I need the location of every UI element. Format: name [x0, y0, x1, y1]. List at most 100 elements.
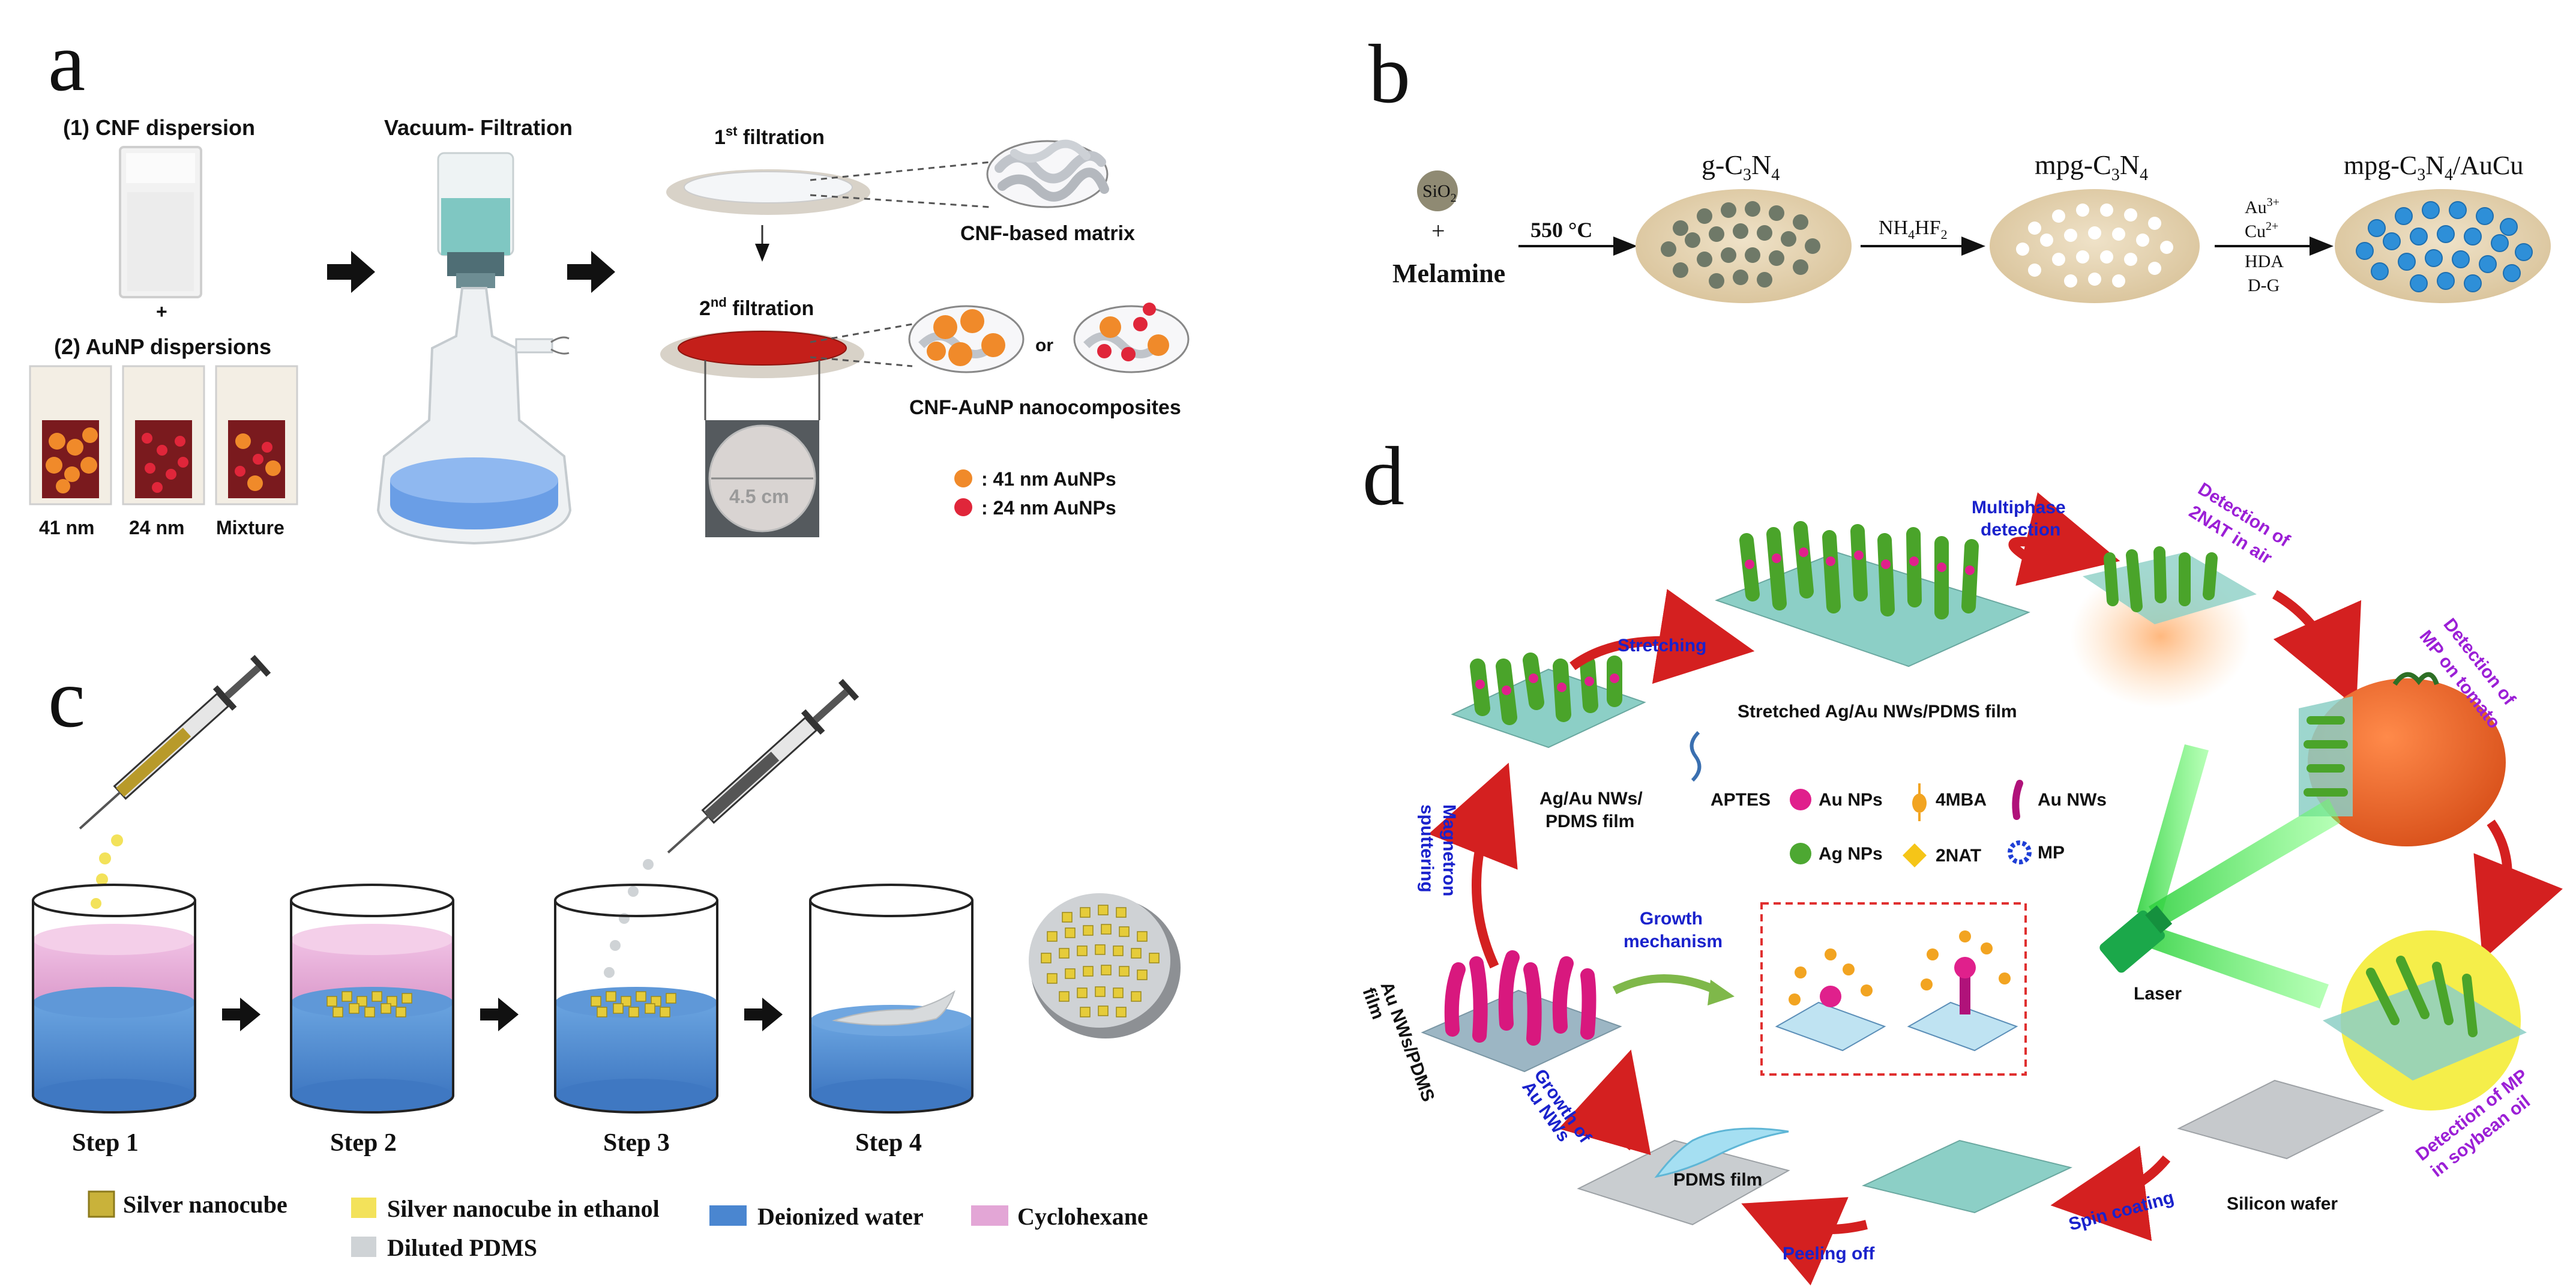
legend-pdms: Diluted PDMS — [387, 1234, 537, 1261]
panel-label-c: c — [48, 652, 85, 745]
legend-aptes-icon — [1690, 731, 1702, 782]
arrow-c2 — [480, 998, 519, 1031]
legend-mp-icon — [2008, 840, 2032, 864]
reagent-au: Au3+ — [2245, 196, 2280, 217]
silicon-wafer-label: Silicon wafer — [2227, 1194, 2338, 1214]
tomato — [2299, 672, 2506, 846]
spin-coating-arrow — [2050, 1145, 2171, 1241]
sio2-sphere — [1417, 170, 1458, 211]
magnetron-arrow — [1428, 762, 1518, 969]
multiphase-arrow — [2008, 492, 2120, 586]
drops-step3 — [604, 859, 654, 978]
growth-mech-label-1: Growth — [1640, 909, 1703, 929]
cnf-dispersion-label: (1) CNF dispersion — [63, 115, 255, 140]
agau-film-substrate — [1451, 653, 1646, 749]
legend-4mba-icon — [1912, 783, 1927, 821]
first-filtration-disc — [666, 169, 870, 215]
zoom-line-1b — [810, 194, 991, 208]
soybean-oil-detection — [2323, 930, 2527, 1111]
panel-label-b: b — [1368, 28, 1410, 121]
arrow-a1 — [327, 251, 375, 293]
agau-film-label-2: PDMS film — [1545, 812, 1634, 831]
zoom-line-1a — [810, 161, 991, 181]
zoom-line-2a — [810, 323, 913, 343]
legend-water-swatch — [709, 1205, 747, 1226]
reagent-hda: HDA — [2245, 252, 2284, 271]
cnf-vial — [119, 146, 202, 298]
growth-mech-arrowhead — [1708, 980, 1735, 1005]
or-label: or — [1035, 336, 1053, 355]
arrow-c3 — [744, 998, 783, 1031]
step-3-label: Step 3 — [603, 1129, 670, 1157]
air-detection-film — [2071, 546, 2257, 708]
panel-a: (1) CNF dispersion + (2) AuNP dispersion… — [29, 115, 1190, 545]
membrane-photo: 4.5 cm — [705, 420, 819, 537]
sio2-label: SiO2 — [1422, 181, 1457, 205]
cnf-matrix-bubble — [986, 139, 1109, 208]
first-filtration-label: 1st filtration — [714, 124, 825, 149]
legend-4mba: 4MBA — [1936, 790, 1987, 810]
legend-agnps: Ag NPs — [1819, 844, 1883, 864]
mpg-c3n4-label: mpg-C3N4 — [2035, 149, 2148, 184]
stretching-label: Stretching — [1618, 636, 1706, 656]
vial-label-41nm: 41 nm — [39, 517, 94, 538]
g-c3n4-label: g-C3N4 — [1702, 149, 1780, 184]
panel-b: SiO2 + Melamine 550 °C g-C3N4 NH4HF2 mpg… — [1392, 149, 2551, 303]
legend-41nm-dot — [954, 469, 972, 487]
syringe-2 — [667, 679, 859, 854]
nanocube-film-disc — [1029, 893, 1181, 1038]
syringe-1 — [79, 655, 271, 830]
panel-label-d: d — [1362, 430, 1404, 523]
legend-pdms-swatch — [351, 1237, 376, 1257]
growth-mechanism-detail-1 — [1775, 948, 1886, 1052]
growth-aunw-arrow — [1558, 1049, 1651, 1156]
step-2-label: Step 2 — [330, 1129, 397, 1157]
multiphase-label-2: detection — [1981, 520, 2060, 540]
legend-aunws: Au NWs — [2038, 790, 2107, 810]
plus-sign-a: + — [156, 301, 167, 322]
legend-41nm-label: : 41 nm AuNPs — [981, 468, 1116, 490]
legend-24nm-label: : 24 nm AuNPs — [981, 497, 1116, 519]
mpg-aucu-label: mpg-C3N4/AuCu — [2344, 151, 2523, 184]
step-4-label: Step 4 — [855, 1129, 922, 1157]
multiphase-label-1: Multiphase — [1972, 498, 2066, 517]
aunp-vial-41nm — [29, 365, 112, 505]
legend-aptes: APTES — [1711, 790, 1771, 810]
panel-d: Ag/Au NWs/ PDMS film Stretched Ag/Au NWs… — [1358, 479, 2563, 1286]
drops-step1 — [91, 834, 123, 909]
growth-mech-label-2: mechanism — [1624, 932, 1723, 951]
beaker-step3 — [554, 884, 718, 1114]
vacuum-filtration-label: Vacuum- Filtration — [384, 115, 573, 140]
melamine-label: Melamine — [1392, 259, 1505, 288]
cnf-aunp-bubble-mixture — [1073, 303, 1190, 373]
legend-aunps: Au NPs — [1819, 790, 1883, 810]
legend-ethanol: Silver nanocube in ethanol — [387, 1195, 660, 1222]
beaker-step2 — [290, 884, 454, 1114]
legend-silver-nanocube-swatch — [88, 1190, 115, 1218]
growth-mechanism-box — [1760, 902, 2027, 1076]
aunw-film-label-1: Au NWs/PDMS — [1376, 979, 1438, 1105]
arrow-to-oil — [2473, 819, 2563, 960]
cnf-aunp-bubble-41nm — [908, 305, 1025, 373]
legend-2nat-icon — [1903, 843, 1927, 867]
laser-device — [2099, 905, 2173, 973]
silicon-wafer — [2177, 1079, 2385, 1160]
panel-c: Step 1 Step 2 Step 3 Step 4 Silver nanoc… — [32, 655, 1181, 1261]
legend-cyclohexane-swatch — [971, 1205, 1008, 1226]
stretched-film-label: Stretched Ag/Au NWs/PDMS film — [1738, 702, 2017, 722]
arrow-to-tomato — [2272, 590, 2362, 708]
stretching-arrow — [1569, 589, 1755, 684]
spin-coated-wafer — [1862, 1139, 2072, 1214]
legend-silver-nanocube: Silver nanocube — [123, 1191, 287, 1218]
vial-label-24nm: 24 nm — [129, 517, 184, 538]
peeling-label: Peeling off — [1783, 1244, 1875, 1264]
legend-cyclohexane: Cyclohexane — [1017, 1203, 1148, 1230]
stretched-film — [1715, 521, 2030, 668]
pdms-film-label: PDMS film — [1673, 1170, 1762, 1190]
step-1-label: Step 1 — [72, 1129, 139, 1157]
pdms-film — [1577, 1127, 1790, 1226]
mpg-aucu-plate — [2335, 189, 2551, 303]
aunp-vial-mixture — [215, 365, 298, 505]
g-c3n4-plate — [1636, 189, 1852, 303]
